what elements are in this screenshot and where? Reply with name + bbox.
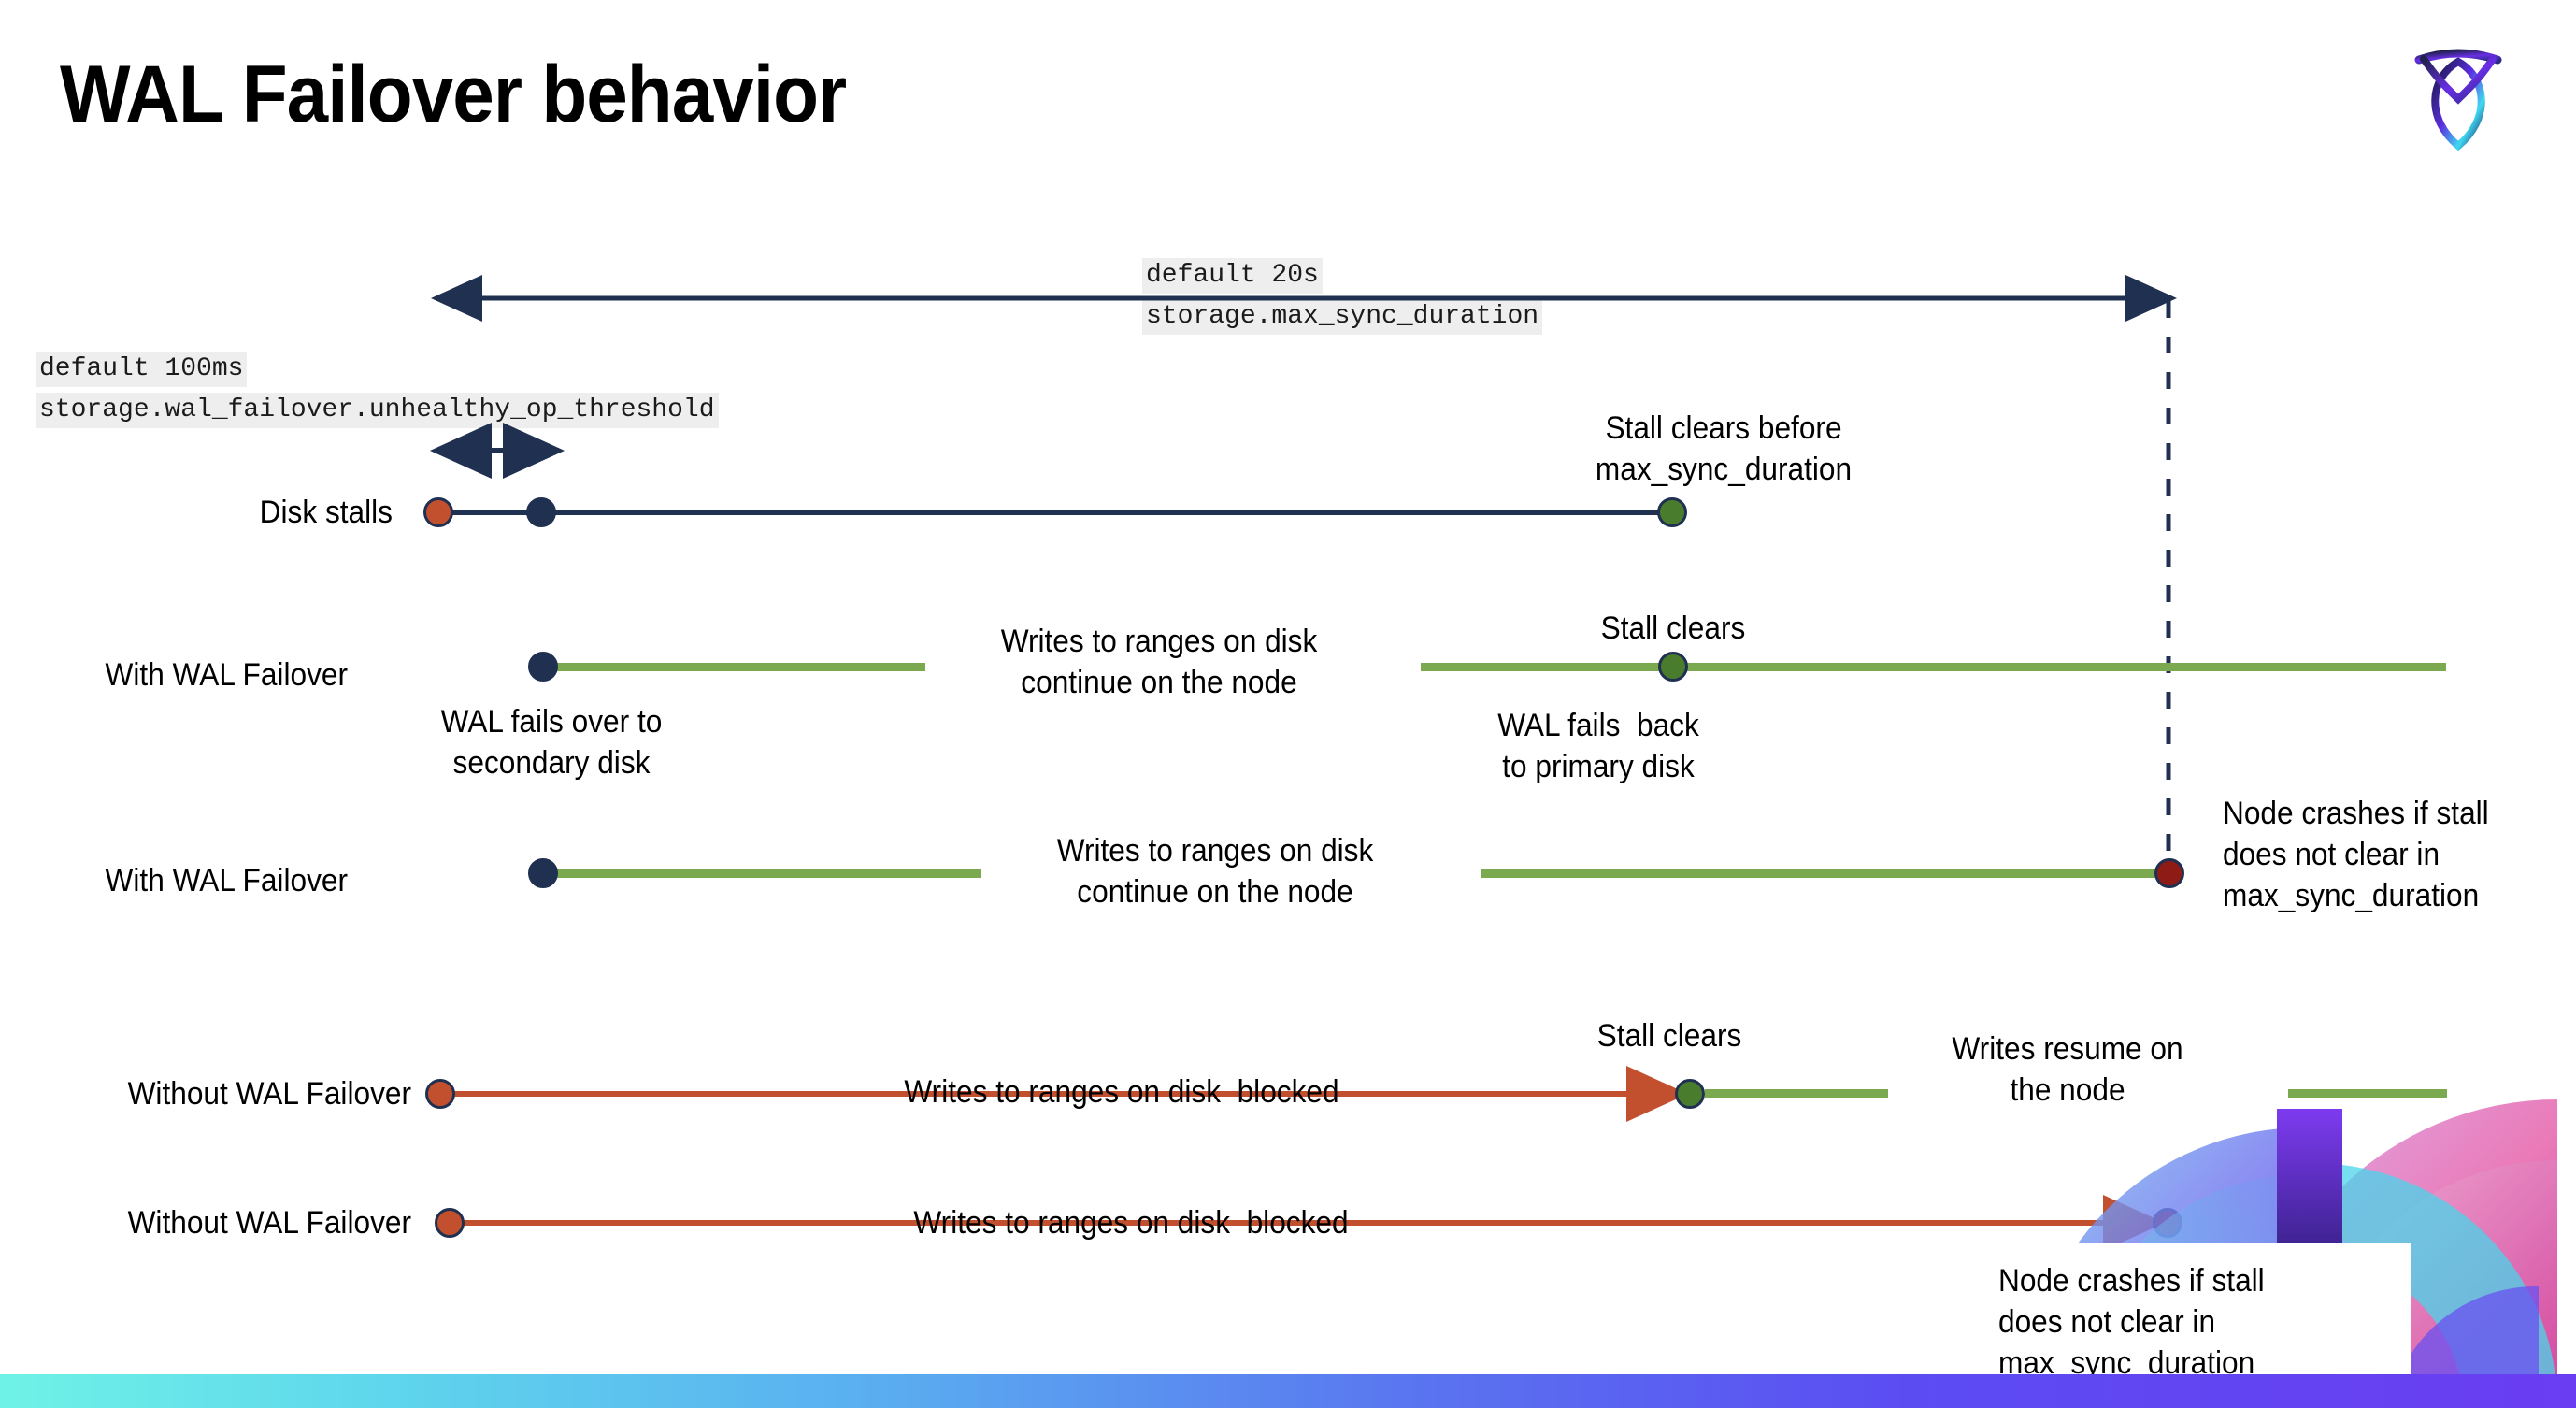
- code-chip-max-sync-name: storage.max_sync_duration: [1142, 299, 1543, 336]
- with-failover-1-clear-dot: [1658, 652, 1688, 682]
- row-label-with-wal-failover-1: With WAL Failover: [105, 657, 348, 693]
- annotation-wal-fails-over: WAL fails over to secondary disk: [440, 704, 663, 782]
- with-failover-2-seg-b: [1481, 869, 2168, 878]
- without-failover-1-start-dot: [425, 1079, 455, 1109]
- annotation-node-crashes-2: Node crashes if stall does not clear in …: [1998, 1263, 2265, 1382]
- annotation-writes-blocked-2: Writes to ranges on disk blocked: [913, 1205, 1349, 1241]
- with-failover-2-crash-dot: [2154, 858, 2184, 888]
- with-failover-2-failover-dot: [528, 858, 558, 888]
- without-failover-1-resume-seg-b: [2288, 1089, 2447, 1098]
- row-label-without-wal-failover-1: Without WAL Failover: [127, 1076, 411, 1112]
- with-failover-1-seg-a: [542, 663, 925, 671]
- annotation-node-crashes-1: Node crashes if stall does not clear in …: [2223, 796, 2489, 914]
- annotation-stall-clears-before: Stall clears before max_sync_duration: [1595, 410, 1853, 488]
- without-failover-1-resume-seg-a: [1705, 1089, 1888, 1098]
- without-failover-2-start-dot: [435, 1208, 465, 1238]
- row-label-without-wal-failover-2: Without WAL Failover: [127, 1205, 411, 1241]
- disk-stall-clear-dot: [1657, 497, 1687, 527]
- disk-stall-start-dot: [423, 497, 453, 527]
- code-chip-unhealthy-default: default 100ms: [36, 352, 248, 388]
- cockroachdb-logo-icon: [2402, 34, 2514, 155]
- with-failover-1-seg-b: [1421, 663, 2446, 671]
- page-title: WAL Failover behavior: [60, 50, 847, 139]
- annotation-writes-continue-1: Writes to ranges on disk continue on the…: [1000, 624, 1318, 701]
- disk-stall-failover-dot: [526, 497, 556, 527]
- annotation-stall-clears-2: Stall clears: [1596, 1018, 1742, 1054]
- annotation-stall-clears-1: Stall clears: [1600, 611, 1746, 646]
- with-failover-1-failover-dot: [528, 652, 558, 682]
- annotation-writes-resume: Writes resume on the node: [1952, 1031, 2183, 1109]
- row-label-with-wal-failover-2: With WAL Failover: [105, 863, 348, 898]
- without-failover-1-clear-dot: [1675, 1079, 1705, 1109]
- code-chip-max-sync-default: default 20s: [1142, 258, 1323, 295]
- annotation-writes-continue-2: Writes to ranges on disk continue on the…: [1056, 833, 1374, 911]
- code-chip-unhealthy-name: storage.wal_failover.unhealthy_op_thresh…: [36, 393, 719, 429]
- annotation-wal-fails-back: WAL fails back to primary disk: [1497, 708, 1699, 785]
- row-label-disk-stalls: Disk stalls: [259, 495, 393, 530]
- bottom-gradient-bar: [0, 1374, 2576, 1408]
- with-failover-2-seg-a: [542, 869, 981, 878]
- annotation-writes-blocked-1: Writes to ranges on disk blocked: [904, 1074, 1339, 1110]
